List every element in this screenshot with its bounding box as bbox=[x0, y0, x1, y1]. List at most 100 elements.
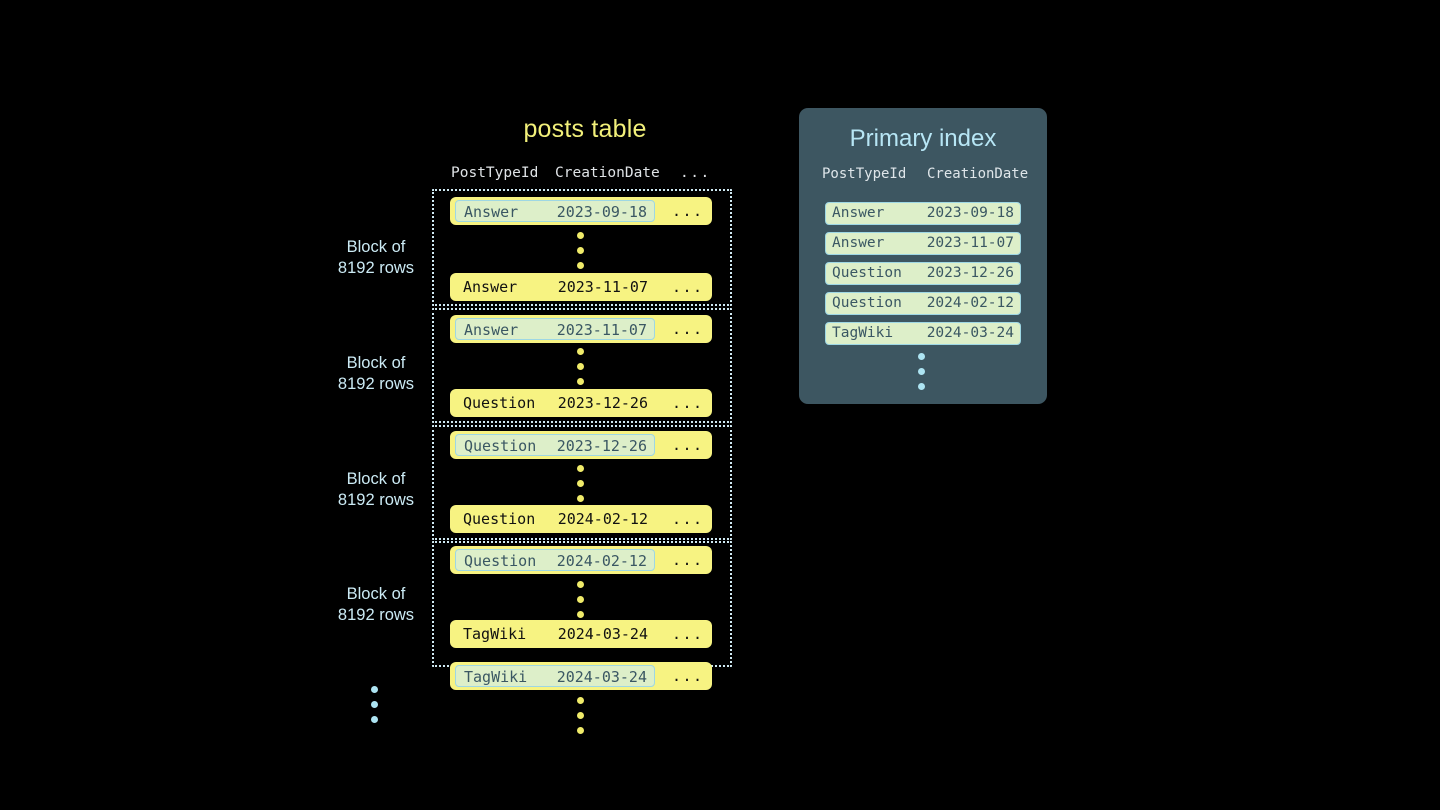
table-row[interactable]: Answer 2023-09-18 ... bbox=[450, 197, 712, 225]
row-cells: Answer 2023-11-07 ... bbox=[450, 315, 712, 343]
column-header-ellipsis: ... bbox=[680, 165, 711, 181]
cell-creationdate: 2023-09-18 bbox=[926, 205, 1014, 221]
row-gap-ellipsis-dots bbox=[577, 465, 587, 510]
cell-ellipsis: ... bbox=[672, 278, 704, 296]
block-label-1-line1: Block of bbox=[346, 238, 406, 256]
table-row[interactable]: Answer 2023-11-07 ... bbox=[450, 273, 712, 301]
dot bbox=[918, 353, 925, 360]
cell-posttypeid: Answer bbox=[832, 205, 885, 221]
block-label-3-line1: Block of bbox=[346, 470, 406, 488]
cell-posttypeid: Question bbox=[464, 552, 537, 570]
posts-table-column-headers: PostTypeId CreationDate ... bbox=[430, 165, 742, 187]
cell-posttypeid: Answer bbox=[463, 278, 518, 296]
primary-index-column-headers: PostTypeId CreationDate bbox=[799, 166, 1047, 186]
table-row[interactable]: Question 2024-02-12 ... bbox=[450, 505, 712, 533]
block-label-2-line1: Block of bbox=[346, 354, 406, 372]
dot bbox=[371, 716, 378, 723]
dot bbox=[918, 368, 925, 375]
block-label-2-line2: 8192 rows bbox=[337, 375, 415, 393]
table-row[interactable]: Question 2024-02-12 ... bbox=[450, 546, 712, 574]
row-plain-span: TagWiki 2024-03-24 bbox=[455, 623, 655, 645]
row-highlight-span: TagWiki 2024-03-24 bbox=[455, 665, 655, 687]
dot bbox=[577, 378, 584, 385]
cell-ellipsis: ... bbox=[672, 625, 704, 643]
table-row[interactable]: Answer 2023-11-07 ... bbox=[450, 315, 712, 343]
dot bbox=[918, 383, 925, 390]
primary-index-panel: Primary index PostTypeId CreationDate An… bbox=[799, 108, 1047, 404]
dot bbox=[577, 727, 584, 734]
cell-ellipsis: ... bbox=[672, 436, 704, 454]
dot bbox=[577, 712, 584, 719]
row-cells: TagWiki 2024-03-24 ... bbox=[450, 662, 712, 690]
row-gap-ellipsis-dots bbox=[577, 348, 587, 393]
row-plain-span: Answer 2023-11-07 bbox=[455, 276, 655, 298]
cell-posttypeid: TagWiki bbox=[463, 625, 527, 643]
block-label-2: Block of 8192 rows bbox=[324, 353, 428, 395]
cell-posttypeid: Question bbox=[464, 437, 537, 455]
cell-creationdate: 2024-03-24 bbox=[556, 668, 647, 686]
primary-index-title: Primary index bbox=[849, 125, 997, 152]
dot bbox=[577, 348, 584, 355]
index-row[interactable]: Answer 2023-11-07 bbox=[825, 232, 1021, 255]
row-cells: Answer 2023-11-07 ... bbox=[450, 273, 712, 301]
cell-posttypeid: TagWiki bbox=[464, 668, 528, 686]
block-boundary-3 bbox=[432, 425, 732, 540]
table-continuation-dots bbox=[577, 697, 587, 742]
cell-creationdate: 2023-11-07 bbox=[556, 321, 647, 339]
dot bbox=[577, 262, 584, 269]
index-row[interactable]: Answer 2023-09-18 bbox=[825, 202, 1021, 225]
dot bbox=[577, 247, 584, 254]
row-gap-ellipsis-dots bbox=[577, 581, 587, 626]
column-header-creationdate: CreationDate bbox=[927, 166, 1029, 182]
block-label-3-line2: 8192 rows bbox=[337, 491, 415, 509]
block-boundary-2 bbox=[432, 308, 732, 423]
cell-ellipsis: ... bbox=[672, 320, 704, 338]
cell-ellipsis: ... bbox=[672, 202, 704, 220]
row-highlight-span: Answer 2023-09-18 bbox=[455, 200, 655, 222]
cell-creationdate: 2023-11-07 bbox=[926, 235, 1014, 251]
dot bbox=[577, 480, 584, 487]
cell-ellipsis: ... bbox=[672, 551, 704, 569]
row-highlight-span: Question 2024-02-12 bbox=[455, 549, 655, 571]
posts-table-title: posts table bbox=[523, 115, 647, 143]
cell-ellipsis: ... bbox=[672, 667, 704, 685]
dot bbox=[577, 232, 584, 239]
table-row[interactable]: Question 2023-12-26 ... bbox=[450, 389, 712, 417]
row-cells: TagWiki 2024-03-24 ... bbox=[450, 620, 712, 648]
row-highlight-span: Answer 2023-11-07 bbox=[455, 318, 655, 340]
cell-creationdate: 2023-12-26 bbox=[926, 265, 1014, 281]
index-row[interactable]: TagWiki 2024-03-24 bbox=[825, 322, 1021, 345]
row-cells: Question 2023-12-26 ... bbox=[450, 431, 712, 459]
row-plain-span: Question 2024-02-12 bbox=[455, 508, 655, 530]
column-header-creationdate: CreationDate bbox=[555, 165, 660, 181]
cell-posttypeid: Answer bbox=[464, 203, 519, 221]
cell-ellipsis: ... bbox=[672, 394, 704, 412]
index-row[interactable]: Question 2023-12-26 bbox=[825, 262, 1021, 285]
cell-ellipsis: ... bbox=[672, 510, 704, 528]
cell-creationdate: 2023-12-26 bbox=[556, 437, 647, 455]
cell-creationdate: 2023-12-26 bbox=[557, 394, 648, 412]
dot bbox=[577, 363, 584, 370]
dot bbox=[577, 581, 584, 588]
cell-creationdate: 2024-03-24 bbox=[557, 625, 648, 643]
block-label-3: Block of 8192 rows bbox=[324, 469, 428, 511]
table-row[interactable]: TagWiki 2024-03-24 ... bbox=[450, 662, 712, 690]
cell-posttypeid: Answer bbox=[464, 321, 519, 339]
column-header-posttypeid: PostTypeId bbox=[822, 166, 907, 182]
table-row[interactable]: TagWiki 2024-03-24 ... bbox=[450, 620, 712, 648]
cell-posttypeid: Answer bbox=[832, 235, 885, 251]
row-gap-ellipsis-dots bbox=[577, 232, 587, 277]
table-row[interactable]: Question 2023-12-26 ... bbox=[450, 431, 712, 459]
cell-posttypeid: Question bbox=[832, 295, 902, 311]
block-label-1: Block of 8192 rows bbox=[324, 237, 428, 279]
index-continuation-dots bbox=[918, 353, 928, 398]
index-row[interactable]: Question 2024-02-12 bbox=[825, 292, 1021, 315]
cell-posttypeid: Question bbox=[463, 394, 536, 412]
block-label-4-line2: 8192 rows bbox=[337, 606, 415, 624]
cell-creationdate: 2023-09-18 bbox=[556, 203, 647, 221]
cell-creationdate: 2024-02-12 bbox=[557, 510, 648, 528]
cell-posttypeid: Question bbox=[463, 510, 536, 528]
cell-posttypeid: TagWiki bbox=[832, 325, 894, 341]
block-label-1-line2: 8192 rows bbox=[337, 259, 415, 277]
